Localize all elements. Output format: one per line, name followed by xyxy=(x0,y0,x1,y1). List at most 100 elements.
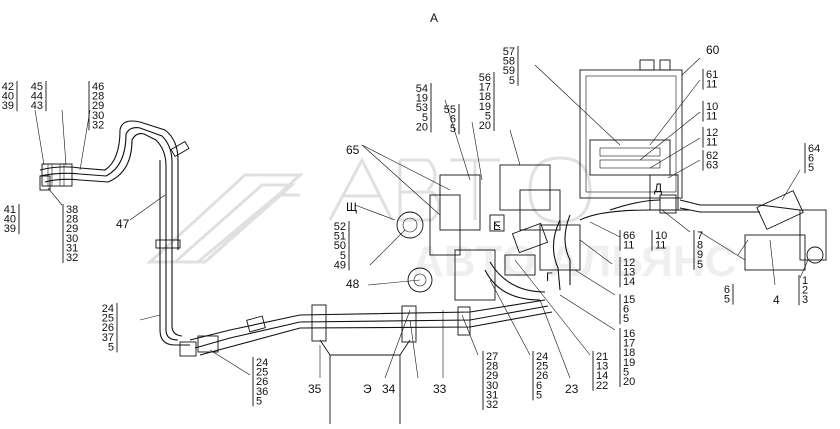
callout-number: 29 xyxy=(486,370,498,382)
callout-number: 6 xyxy=(808,153,814,165)
callout-number: 46 xyxy=(92,81,104,93)
callout-number: 18 xyxy=(623,347,635,359)
callout-number: 36 xyxy=(256,386,268,398)
callout-number: 25 xyxy=(536,361,548,373)
callout-number: 16 xyxy=(623,328,635,340)
callout-number: 32 xyxy=(486,399,498,411)
callout-number: 30 xyxy=(66,233,78,245)
callout-number: 21 xyxy=(596,351,608,363)
callout-number: 5 xyxy=(808,162,814,174)
leader-lines xyxy=(34,57,809,379)
callout-number: 5 xyxy=(623,313,629,325)
callout-number: 5 xyxy=(450,123,456,135)
callout-number: 2 xyxy=(802,285,808,297)
callout-number: Е xyxy=(493,219,501,233)
callout-number: 61 xyxy=(706,69,718,81)
callout-number: 4 xyxy=(773,293,780,307)
callout-number: 19 xyxy=(479,101,491,113)
callout-number: 5 xyxy=(509,75,515,87)
callout-number: 30 xyxy=(486,380,498,392)
callout-number: 11 xyxy=(623,240,634,252)
callout-number: 54 xyxy=(416,83,428,95)
callout-number: 64 xyxy=(808,143,820,155)
callout-number: 20 xyxy=(623,376,635,388)
callout-number: 13 xyxy=(623,267,635,279)
callout-number: 30 xyxy=(92,110,104,122)
callout-number: 52 xyxy=(334,221,346,233)
callout-number: 26 xyxy=(102,322,114,334)
callout-number: 28 xyxy=(92,91,104,103)
callout-number: 6 xyxy=(450,114,456,126)
callout-number: 14 xyxy=(596,370,608,382)
callout-number: 58 xyxy=(503,56,515,68)
callout-number: 5 xyxy=(340,250,346,262)
callout-number: 44 xyxy=(31,91,43,103)
callout-number: 60 xyxy=(706,43,720,57)
callout-number: 59 xyxy=(503,65,515,77)
callout-c1-2-3: 123 xyxy=(798,275,808,306)
callout-number: 6 xyxy=(536,380,542,392)
callout-c35: 35 xyxy=(308,382,322,396)
callout-c48: 48 xyxy=(346,277,360,291)
callout-number: 65 xyxy=(346,143,360,157)
callout-number: 18 xyxy=(479,91,491,103)
callout-c47: 47 xyxy=(116,217,130,231)
callout-number: 31 xyxy=(486,389,498,401)
callout-number: 57 xyxy=(503,46,515,58)
callout-number: 40 xyxy=(2,91,14,103)
callout-number: 9 xyxy=(697,249,703,261)
callout-number: 39 xyxy=(4,223,16,235)
callout-number: 24 xyxy=(102,303,114,315)
callout-number: 11 xyxy=(706,111,717,123)
callout-number: 29 xyxy=(92,100,104,112)
callout-cE3: Э xyxy=(363,382,372,396)
callout-number: 13 xyxy=(596,361,608,373)
callout-cD: Д xyxy=(654,181,662,195)
callout-number: 66 xyxy=(623,230,635,242)
callout-c4: 4 xyxy=(773,293,780,307)
callout-number: 48 xyxy=(346,277,360,291)
watermark: ABTO АЛЬЯНС xyxy=(146,156,736,286)
callout-number: 25 xyxy=(256,367,268,379)
callout-number: Г xyxy=(546,270,553,284)
callout-number: 24 xyxy=(256,357,268,369)
callout-number: 35 xyxy=(308,382,322,396)
callout-number: 26 xyxy=(256,376,268,388)
callout-number: 28 xyxy=(66,214,78,226)
callout-number: 37 xyxy=(102,332,114,344)
callout-number: 11 xyxy=(706,79,717,91)
callout-number: 19 xyxy=(623,357,635,369)
callout-number: 26 xyxy=(536,370,548,382)
callout-number: 53 xyxy=(416,102,428,114)
callout-cG: Г xyxy=(546,270,553,284)
callout-number: 11 xyxy=(655,240,666,252)
callout-c6-5: 65 xyxy=(724,284,734,306)
callout-number: 63 xyxy=(706,160,718,172)
callout-c60: 60 xyxy=(706,43,720,57)
callout-number: 62 xyxy=(706,150,718,162)
callout-number: 12 xyxy=(623,257,635,269)
callout-number: 15 xyxy=(623,294,635,306)
callout-number: 5 xyxy=(256,395,262,407)
callout-cE: Е xyxy=(493,219,501,233)
callout-number: 32 xyxy=(92,119,104,131)
